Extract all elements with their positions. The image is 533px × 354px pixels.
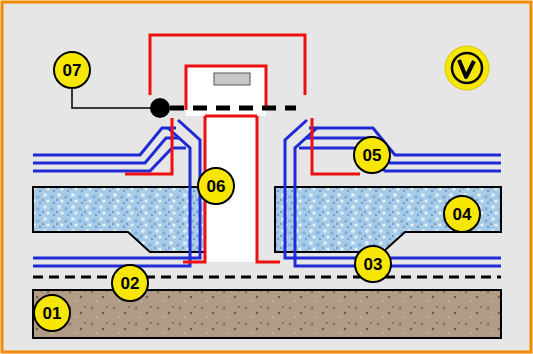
callout-number: 07 [63, 62, 82, 79]
callout-number: 01 [43, 305, 62, 322]
callout-number: 05 [363, 147, 382, 164]
callout-circle: 02 [111, 264, 149, 302]
callout-number: 02 [121, 275, 140, 292]
callout-circle: 07 [53, 51, 91, 89]
callout-number: 03 [364, 256, 383, 273]
callout-circle: 01 [33, 294, 71, 332]
callout-circle: 04 [443, 195, 481, 233]
callout-circle: 05 [353, 136, 391, 174]
callout-circle: 03 [354, 245, 392, 283]
callout-number: 04 [453, 206, 472, 223]
callout-number: 06 [207, 178, 226, 195]
callout-circle: 06 [197, 167, 235, 205]
